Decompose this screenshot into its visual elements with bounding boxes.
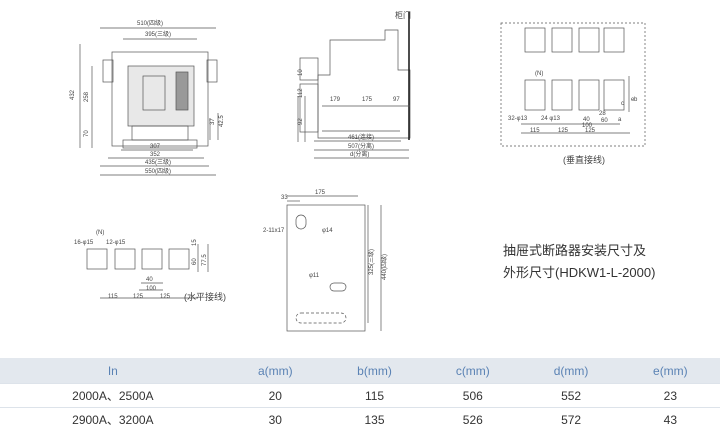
label-n-vertical: (N) <box>535 71 543 77</box>
dim-w125b: 125 <box>160 294 171 300</box>
dim-w307: 307 <box>150 144 161 150</box>
dim-h77-5: 77.5 <box>202 254 208 266</box>
col-header-c: c(mm) <box>424 358 521 384</box>
col-header-b: b(mm) <box>325 358 424 384</box>
dim-dsep: d(分离) <box>350 150 369 158</box>
dim-b: b <box>634 97 638 103</box>
dim-w435: 435(三级) <box>145 158 171 166</box>
col-header-a: a(mm) <box>226 358 325 384</box>
dim-w179: 179 <box>330 97 341 103</box>
dim-h70: 70 <box>84 130 90 137</box>
dim-w97: 97 <box>393 97 400 103</box>
table-cell: 30 <box>226 408 325 431</box>
dim-w395: 395(三级) <box>145 30 171 38</box>
dim-w461: 461(连接) <box>348 133 374 141</box>
label-n-horizontal: (N) <box>96 230 104 236</box>
dim-w507: 507(分离) <box>348 142 374 150</box>
dimension-table: In a(mm) b(mm) c(mm) d(mm) e(mm) 2000A、2… <box>0 358 720 431</box>
label-hole-32: 32-φ13 <box>508 116 528 122</box>
dim-c: c <box>621 101 624 107</box>
vertical-wiring-frame <box>501 23 645 146</box>
table-row: 2000A、2500A 20 115 506 552 23 <box>0 384 720 408</box>
dim-w125v2: 125 <box>585 128 596 134</box>
dim-w125a: 125 <box>133 294 144 300</box>
label-hole-16: 16-φ15 <box>74 240 94 246</box>
table-cell: 43 <box>621 408 720 431</box>
table-cell: 572 <box>521 408 620 431</box>
dim-w33: 33 <box>281 195 288 201</box>
horizontal-wiring-group <box>87 249 107 269</box>
label-cabinet-door: 柜门 <box>395 10 411 20</box>
label-phi11: φ11 <box>309 273 320 279</box>
table-cell: 506 <box>424 384 521 408</box>
label-vertical-wiring: (垂直接线) <box>563 154 605 165</box>
dim-w175a: 175 <box>362 97 373 103</box>
dimension-drawing: 510(四级) 395(三级) 432 258 70 37 42.5 307 3… <box>0 0 720 350</box>
dim-w100: 100 <box>146 286 157 292</box>
dim-w510: 510(四级) <box>137 19 163 27</box>
drawing-title-line-2: 外形尺寸(HDKW1-L-2000) <box>503 262 655 281</box>
table-cell: 135 <box>325 408 424 431</box>
label-hole-12: 12-φ15 <box>106 240 126 246</box>
label-phi14: φ14 <box>322 228 333 234</box>
dim-w550: 550(四级) <box>145 167 171 175</box>
dim-h60: 60 <box>192 258 198 265</box>
dim-w352: 352 <box>150 152 161 158</box>
dim-h440: 440(四级) <box>380 254 388 280</box>
table-header-row: In a(mm) b(mm) c(mm) d(mm) e(mm) <box>0 358 720 384</box>
label-hole-2x11: 2-11x17 <box>263 228 285 234</box>
dim-w40: 40 <box>146 277 153 283</box>
dim-w175b: 175 <box>315 190 326 196</box>
table-cell: 2000A、2500A <box>0 384 226 408</box>
table-cell: 20 <box>226 384 325 408</box>
dim-h325: 325(三级) <box>367 249 375 275</box>
dim-w60: 60 <box>601 118 608 124</box>
col-header-e: e(mm) <box>621 358 720 384</box>
col-header-d: d(mm) <box>521 358 620 384</box>
dim-h258: 258 <box>84 91 90 102</box>
dim-w115v: 115 <box>530 128 540 134</box>
table-cell: 2900A、3200A <box>0 408 226 431</box>
dim-h15: 15 <box>192 239 198 246</box>
table-cell: 552 <box>521 384 620 408</box>
dim-a: a <box>618 117 622 123</box>
table-cell: 115 <box>325 384 424 408</box>
dim-w28: 28 <box>599 111 606 117</box>
dim-h432: 432 <box>70 89 76 100</box>
label-hole-24: 24 φ13 <box>541 116 561 122</box>
label-horizontal-wiring: (水平接线) <box>184 291 226 302</box>
side-view-body <box>318 30 410 138</box>
dim-w115: 115 <box>108 294 118 300</box>
table-row: 2900A、3200A 30 135 526 572 43 <box>0 408 720 431</box>
drawing-title-line-1: 抽屉式断路器安装尺寸及 <box>503 240 646 259</box>
table-cell: 526 <box>424 408 521 431</box>
col-header-in: In <box>0 358 226 384</box>
dim-h92: 92 <box>298 118 304 125</box>
dim-w125v1: 125 <box>558 128 569 134</box>
dim-h112: 112 <box>298 88 304 98</box>
mounting-plate <box>287 205 365 331</box>
dim-h37: 37 <box>210 118 216 125</box>
dim-h10: 10 <box>298 69 304 76</box>
table-cell: 23 <box>621 384 720 408</box>
dim-h42-5: 42.5 <box>219 115 225 127</box>
